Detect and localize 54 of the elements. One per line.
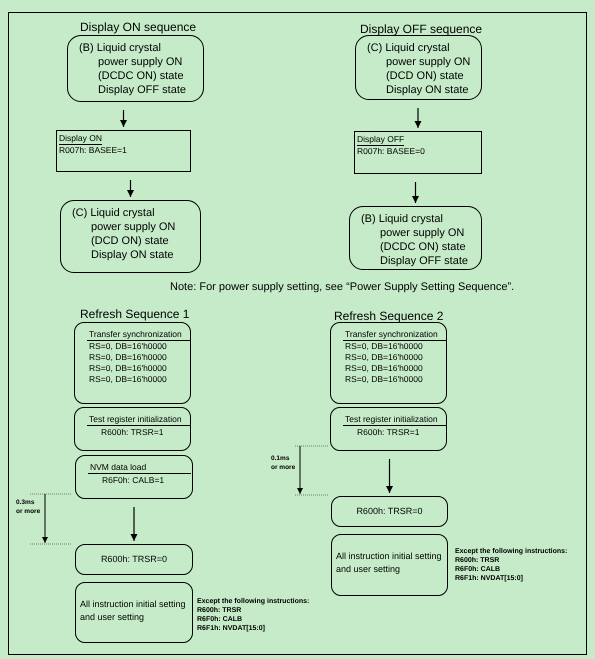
section-title: Refresh Sequence 1 — [80, 306, 190, 323]
box-heading: Test register initialization — [343, 414, 446, 426]
rounded-box — [74, 322, 191, 404]
register-text: RS=0, DB=16'h0000 — [88, 363, 168, 374]
rounded-box — [67, 35, 204, 102]
arrow — [120, 110, 128, 127]
rounded-box — [355, 35, 482, 100]
rounded-box — [331, 496, 448, 527]
state-text: (C) Liquid crystal power supply ON (DCD ON) state Display ON state — [72, 206, 176, 262]
register-text: R007h: BASEE=0 — [357, 146, 425, 157]
arrow — [126, 180, 134, 197]
process-box — [354, 131, 482, 174]
rounded-box — [330, 407, 447, 451]
box-heading: Transfer synchronization — [343, 329, 446, 341]
register-text: RS=0, DB=16'h0000 — [344, 352, 424, 363]
register-text: R600h: TRSR=1 — [100, 426, 164, 438]
rounded-box — [75, 455, 193, 499]
register-text: R6F0h: CALB=1 — [101, 474, 166, 486]
rounded-box — [331, 534, 448, 596]
state-text: (B) Liquid crystal power supply ON (DCDC ON) state Display OFF state — [361, 212, 470, 268]
state-text: (C) Liquid crystal power supply ON (DCD ON) state Display ON state — [367, 41, 472, 97]
box-heading: Display ON — [59, 133, 102, 145]
section-title: Display OFF sequence — [360, 21, 482, 38]
rounded-box — [75, 544, 193, 575]
section-title: Display ON sequence — [80, 19, 196, 36]
rounded-box — [60, 200, 201, 273]
box-heading: Test register initialization — [87, 414, 190, 426]
register-text: RS=0, DB=16'h0000 — [88, 341, 168, 352]
register-text: RS=0, DB=16'h0000 — [88, 352, 168, 363]
box-heading: NVM data load — [88, 462, 191, 474]
process-box — [56, 130, 191, 172]
rounded-box — [75, 582, 193, 643]
register-text: R600h: TRSR=1 — [356, 426, 420, 438]
rounded-box — [74, 407, 191, 451]
arrow — [414, 108, 422, 128]
section-title: Refresh Sequence 2 — [334, 308, 444, 325]
register-text: RS=0, DB=16'h0000 — [344, 374, 424, 385]
register-text: R600h: TRSR=0 — [356, 504, 423, 518]
arrow — [412, 182, 420, 203]
rounded-box — [349, 206, 482, 270]
arrow — [130, 507, 138, 541]
arrow — [386, 459, 394, 493]
register-text: R600h: TRSR=0 — [100, 552, 168, 566]
box-text: All instruction initial setting and user setting — [80, 598, 187, 624]
box-heading: Display OFF — [357, 134, 404, 146]
note-text: Note: For power supply setting, see “Power Supply Setting Sequence”. — [170, 280, 514, 295]
state-text: (B) Liquid crystal power supply ON (DCDC ON) state Display OFF state — [79, 41, 188, 97]
register-text: RS=0, DB=16'h0000 — [344, 341, 424, 352]
rounded-box — [330, 322, 447, 404]
box-text: All instruction initial setting and user setting — [336, 550, 443, 576]
register-text: RS=0, DB=16'h0000 — [88, 374, 168, 385]
box-heading: Transfer synchronization — [87, 329, 190, 341]
register-text: R007h: BASEE=1 — [59, 145, 127, 156]
register-text: RS=0, DB=16'h0000 — [344, 363, 424, 374]
